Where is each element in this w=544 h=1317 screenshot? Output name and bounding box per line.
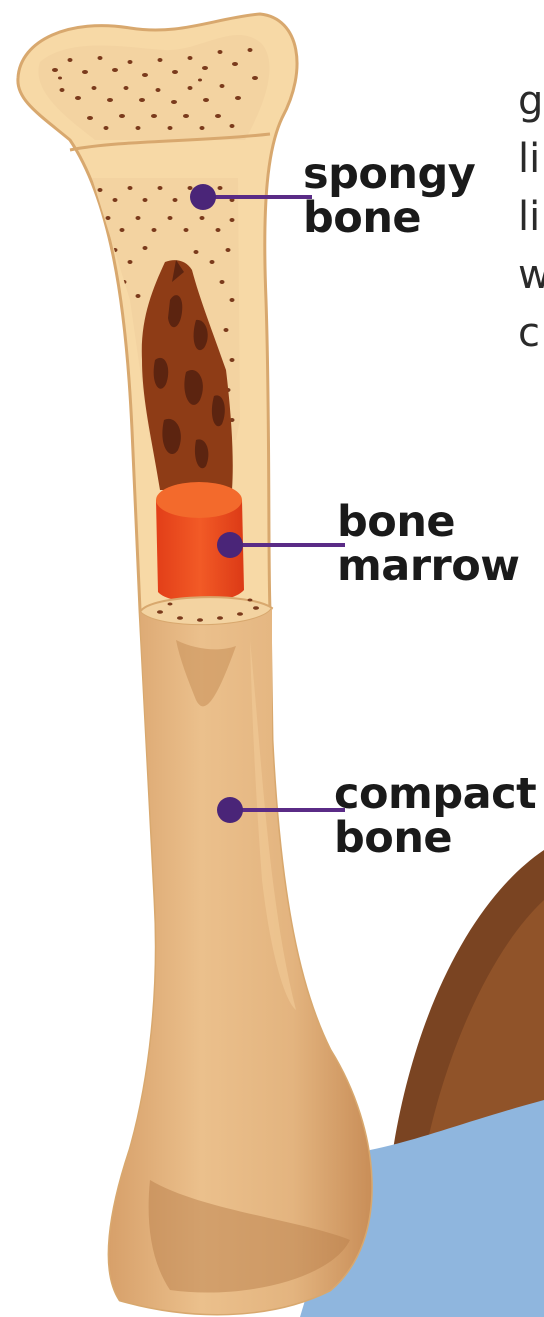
- bone-shaft: [109, 608, 371, 1314]
- label-spongy-bone: spongy bone: [303, 152, 475, 240]
- cropped-line: li: [518, 130, 544, 188]
- cropped-line: w: [518, 246, 544, 304]
- label-spongy-line1: spongy: [303, 152, 475, 196]
- pointer-dot-compact: [217, 797, 243, 823]
- cropped-line: c: [518, 304, 544, 362]
- label-marrow-line1: bone: [337, 500, 520, 544]
- pointer-dot-marrow: [217, 532, 243, 558]
- label-spongy-line2: bone: [303, 196, 475, 240]
- cropped-line: g: [518, 72, 544, 130]
- label-bone-marrow: bone marrow: [337, 500, 520, 588]
- label-marrow-line2: marrow: [337, 544, 520, 588]
- cropped-line: li: [518, 188, 544, 246]
- label-compact-line1: compact: [334, 772, 536, 816]
- cropped-paragraph: g li li w c: [518, 72, 544, 362]
- label-compact-bone: compact bone: [334, 772, 536, 860]
- label-compact-line2: bone: [334, 816, 536, 860]
- pointer-dot-spongy: [190, 184, 216, 210]
